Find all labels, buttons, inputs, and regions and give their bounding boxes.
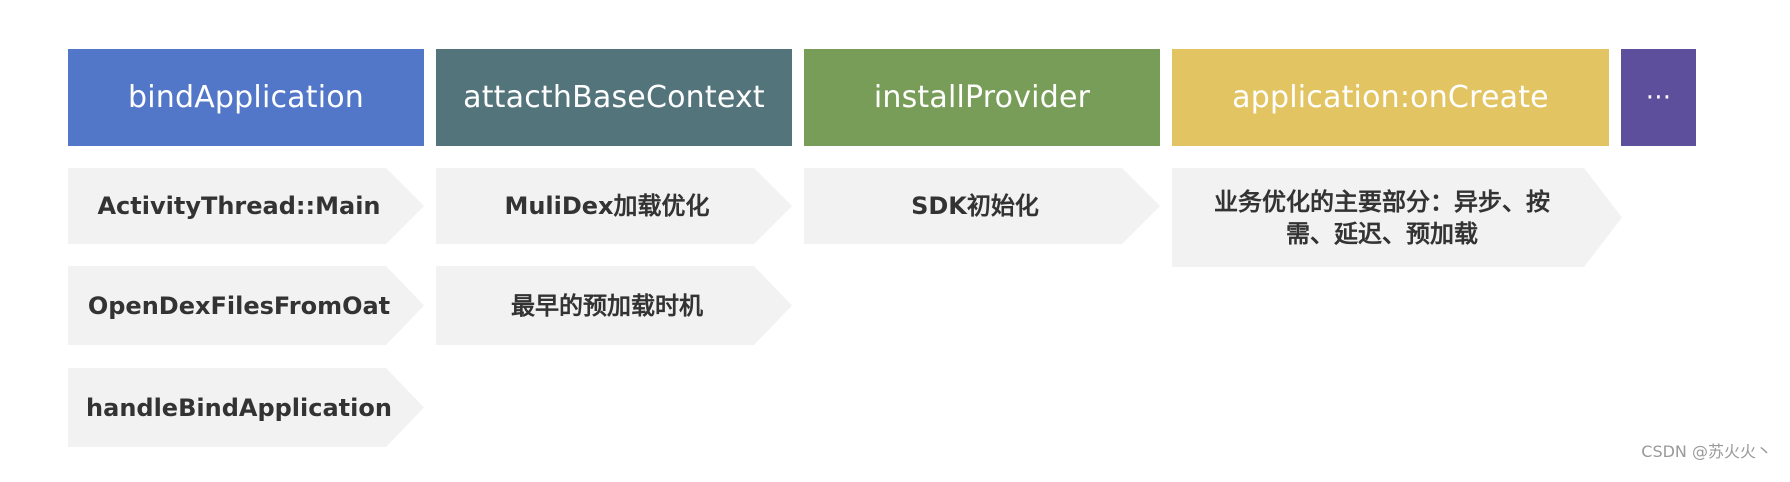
step-handlebindapplication: handleBindApplication bbox=[68, 368, 424, 447]
stage-more: ··· bbox=[1621, 49, 1696, 146]
step-multidex-optimization: MuliDex加载优化 bbox=[436, 168, 792, 244]
stage-installprovider: installProvider bbox=[804, 49, 1160, 146]
stage-bindapplication: bindApplication bbox=[68, 49, 424, 146]
step-earliest-preload: 最早的预加载时机 bbox=[436, 266, 792, 345]
stage-application-oncreate: application:onCreate bbox=[1172, 49, 1609, 146]
watermark: CSDN @苏火火丶 bbox=[1641, 442, 1772, 461]
step-activitythread-main: ActivityThread::Main bbox=[68, 168, 424, 244]
step-sdk-init: SDK初始化 bbox=[804, 168, 1160, 244]
stage-attachbasecontext: attacthBaseContext bbox=[436, 49, 792, 146]
step-business-optimization: 业务优化的主要部分：异步、按需、延迟、预加载 bbox=[1172, 168, 1622, 267]
step-opendexfilesfromoat: OpenDexFilesFromOat bbox=[68, 266, 424, 345]
